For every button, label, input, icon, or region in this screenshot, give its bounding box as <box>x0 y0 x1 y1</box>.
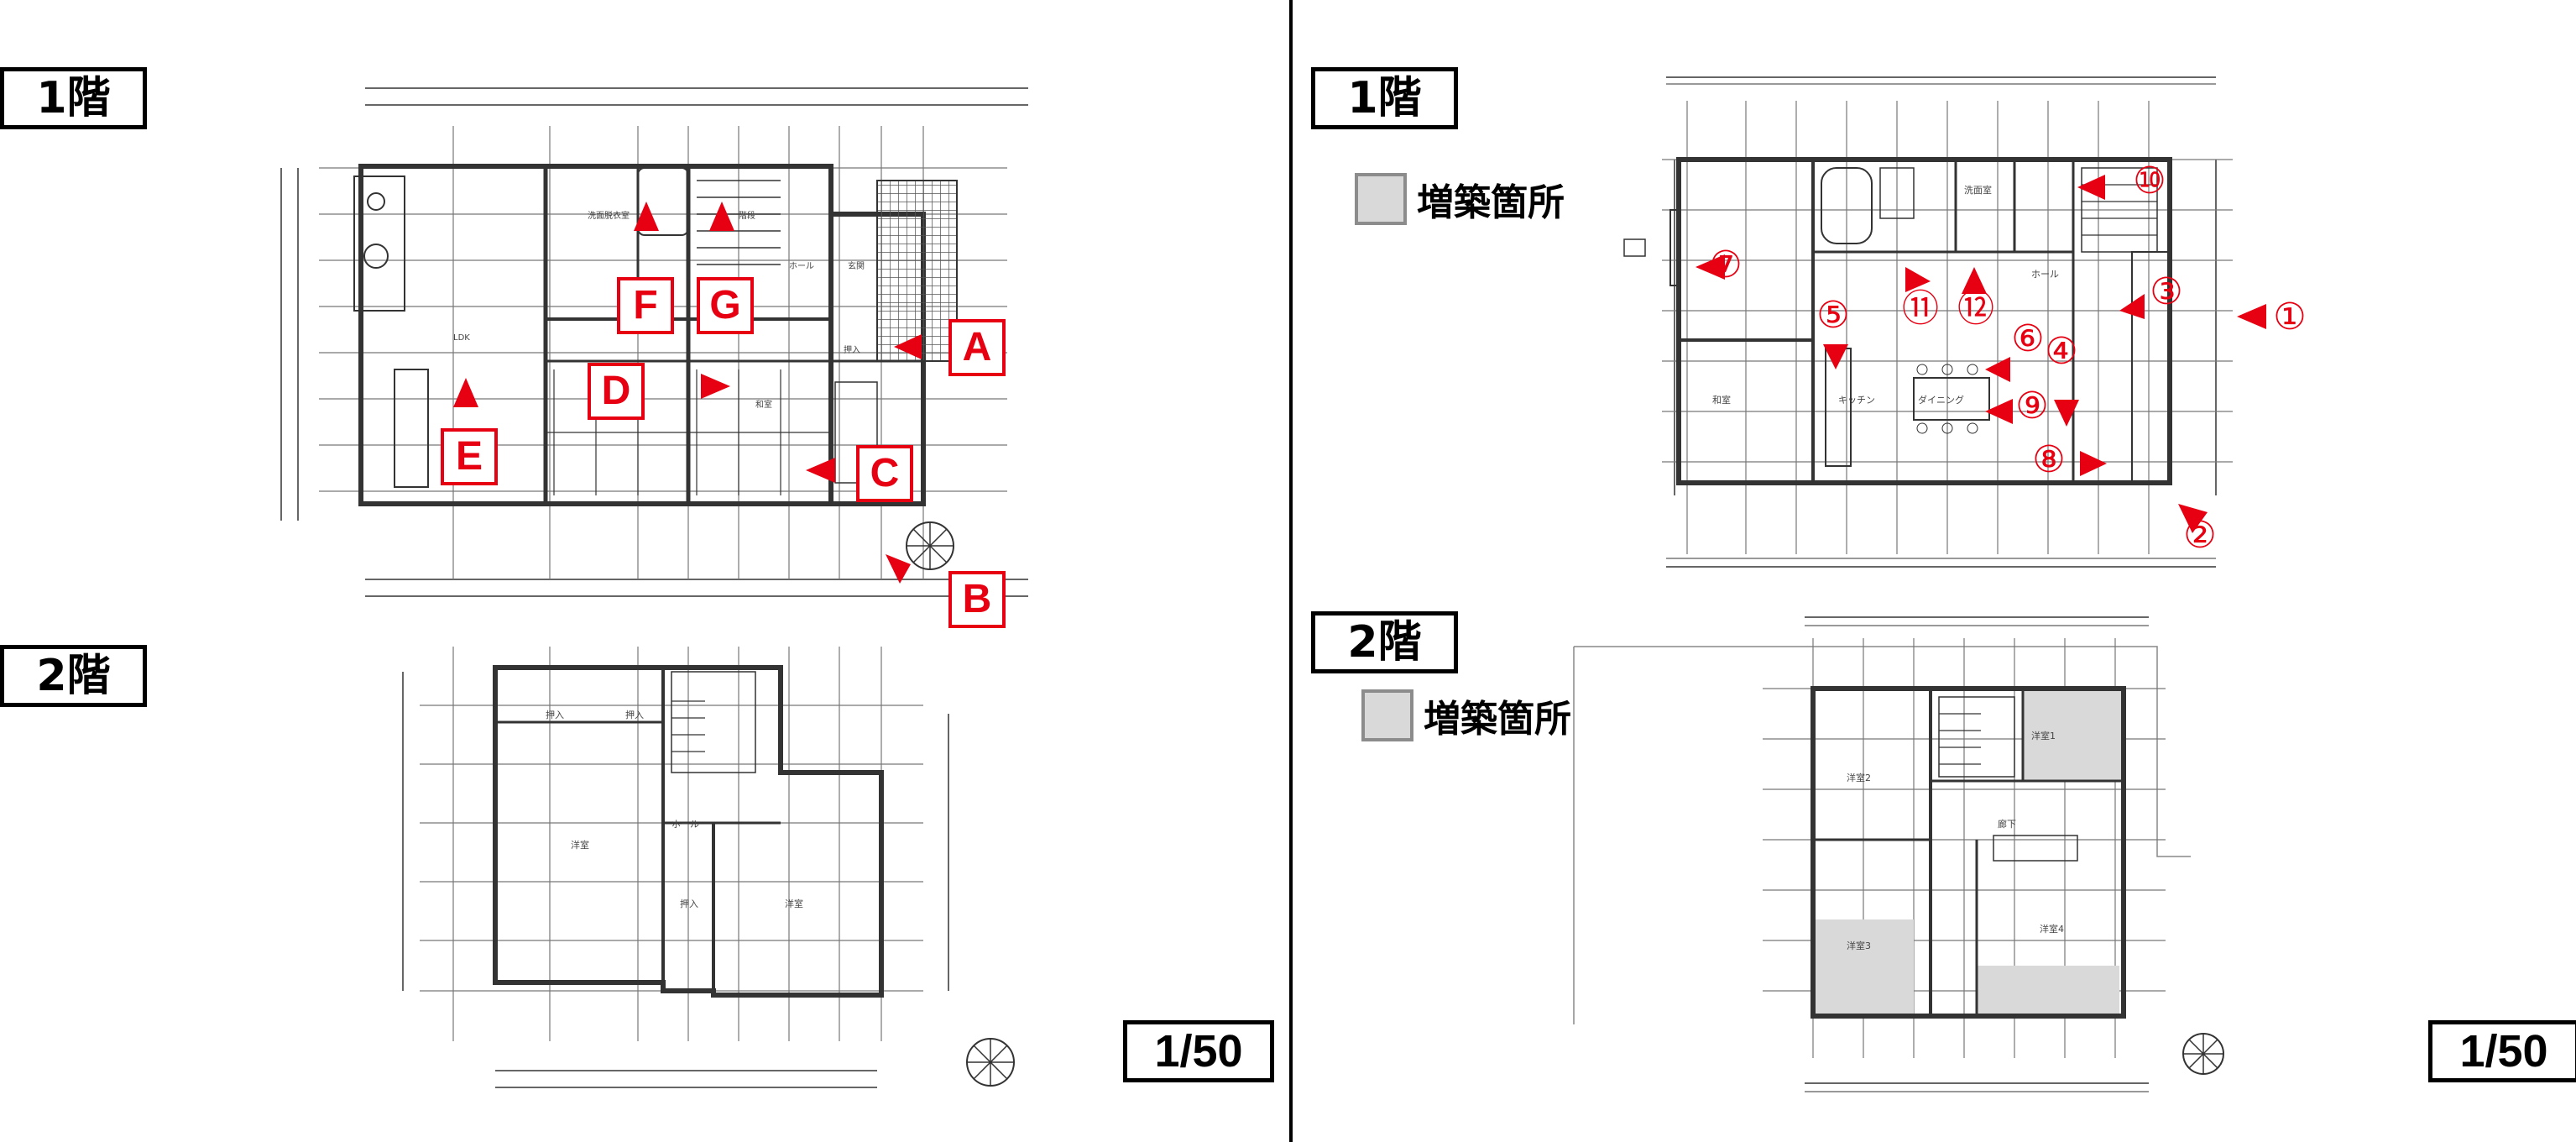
marker-10-arrow <box>2077 175 2105 200</box>
marker-4-arrow <box>2054 400 2079 427</box>
svg-text:階段: 階段 <box>739 210 755 221</box>
addition-swatch <box>1355 173 1407 225</box>
panel-divider <box>1289 0 1293 1142</box>
marker-G: G <box>697 277 754 334</box>
marker-F: F <box>617 277 674 334</box>
svg-text:洗面脱衣室: 洗面脱衣室 <box>588 210 630 221</box>
marker-A-arrow <box>894 334 922 359</box>
addition-swatch <box>1361 689 1413 741</box>
left-scale-label: 1/50 <box>1123 1020 1274 1082</box>
svg-text:和室: 和室 <box>755 399 772 410</box>
right-floor1-legend: 増築箇所 <box>1355 172 1565 226</box>
marker-D: D <box>588 363 645 420</box>
svg-text:洋室: 洋室 <box>785 898 803 909</box>
left-floor2-label: 2階 <box>0 645 147 707</box>
marker-6-arrow <box>1985 357 2010 382</box>
left-floor1-label: 1階 <box>0 67 147 129</box>
marker-11: ⑪ <box>1902 287 1939 330</box>
marker-F-arrow <box>634 202 659 231</box>
svg-text:洋室4: 洋室4 <box>2040 923 2064 935</box>
marker-7: ⑦ <box>1709 244 1743 286</box>
marker-B-arrow <box>886 554 911 584</box>
marker-C: C <box>856 445 913 502</box>
svg-text:洋室: 洋室 <box>571 839 589 851</box>
marker-E-arrow <box>453 378 478 407</box>
svg-text:ホール: ホール <box>671 819 699 830</box>
marker-9: ⑨ <box>2015 385 2049 427</box>
marker-11-arrow <box>1905 267 1931 292</box>
marker-3: ③ <box>2150 270 2183 313</box>
svg-text:洋室1: 洋室1 <box>2031 730 2056 741</box>
svg-text:ホール: ホール <box>789 261 814 271</box>
marker-G-arrow <box>709 202 734 231</box>
marker-2: ② <box>2183 514 2217 557</box>
svg-text:押入: 押入 <box>625 709 644 720</box>
marker-E: E <box>441 428 498 485</box>
svg-text:洋室3: 洋室3 <box>1847 940 1871 951</box>
marker-B: B <box>948 571 1006 628</box>
svg-text:洗面室: 洗面室 <box>1964 184 1992 196</box>
svg-text:押入: 押入 <box>680 898 698 909</box>
marker-2-arrow <box>2178 504 2208 533</box>
marker-8: ⑧ <box>2032 438 2066 481</box>
svg-text:LDK: LDK <box>453 333 470 343</box>
legend-label: 増築箇所 <box>1417 181 1565 224</box>
marker-5-arrow <box>1823 344 1848 369</box>
marker-9-arrow <box>1985 399 2013 424</box>
marker-10: ⑩ <box>2133 160 2166 202</box>
marker-5: ⑤ <box>1816 294 1850 337</box>
marker-1: ① <box>2273 296 2307 338</box>
left-floor2-plan: 押入押入 洋室押入 洋室ホール <box>402 647 1015 1088</box>
marker-3-arrow <box>2119 294 2145 319</box>
svg-text:ホール: ホール <box>2031 269 2059 280</box>
svg-text:和室: 和室 <box>1712 394 1731 406</box>
right-floor2-label: 2階 <box>1311 611 1458 673</box>
svg-text:洋室2: 洋室2 <box>1847 772 1871 783</box>
marker-A: A <box>948 319 1006 376</box>
marker-6: ⑥ <box>2011 317 2045 360</box>
marker-7-arrow <box>1696 254 1725 280</box>
right-floor2-legend: 増築箇所 <box>1361 689 1571 742</box>
marker-8-arrow <box>2080 451 2107 476</box>
marker-1-arrow <box>2237 304 2266 329</box>
right-floor2-plan: 洋室2 洋室1 洋室3 洋室4 廊下 <box>1573 616 2224 1092</box>
svg-text:キッチン: キッチン <box>1838 395 1875 406</box>
svg-text:押入: 押入 <box>546 709 564 720</box>
right-floor1-label: 1階 <box>1311 67 1458 129</box>
svg-text:玄関: 玄関 <box>848 260 865 271</box>
marker-C-arrow <box>806 458 835 483</box>
marker-12-arrow <box>1962 267 1987 294</box>
marker-4: ④ <box>2045 330 2078 373</box>
marker-D-arrow <box>701 374 730 399</box>
svg-text:ダイニング: ダイニング <box>1918 394 1964 406</box>
svg-text:押入: 押入 <box>844 344 860 355</box>
marker-12: ⑫ <box>1957 287 1994 330</box>
svg-text:廊下: 廊下 <box>1998 818 2016 830</box>
right-scale-label: 1/50 <box>2428 1020 2576 1082</box>
legend-label: 増築箇所 <box>1424 698 1571 741</box>
